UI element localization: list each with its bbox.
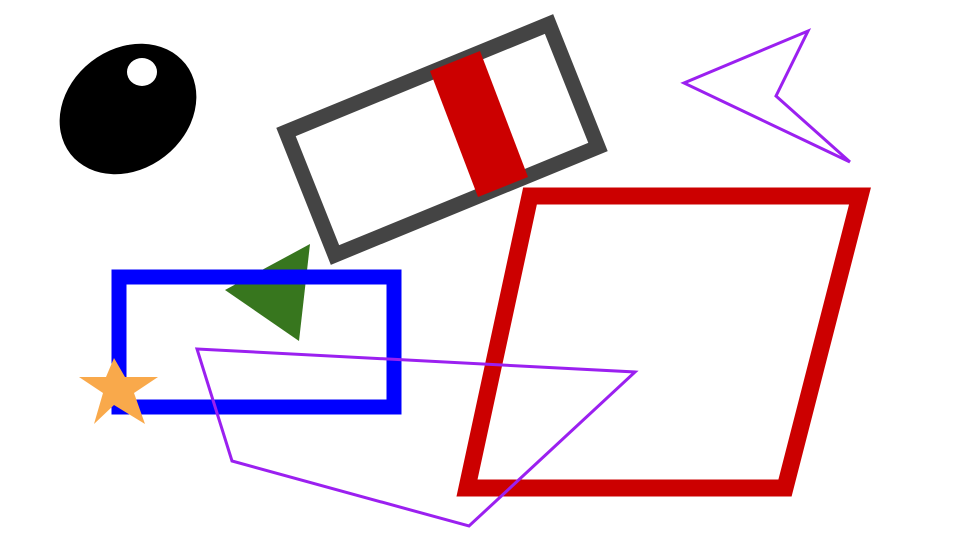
white-dot [127,58,157,86]
green-triangle [225,244,310,341]
black-oval-shape [59,43,197,175]
gray-rotated-rectangle [276,14,608,265]
blue-rectangle [111,269,402,415]
orange-star [79,358,158,424]
red-rotated-bar [430,51,528,197]
purple-quadrilateral [194,347,639,528]
black-oval [59,43,197,175]
purple-arrowhead [680,28,851,164]
red-parallelogram [456,187,871,497]
